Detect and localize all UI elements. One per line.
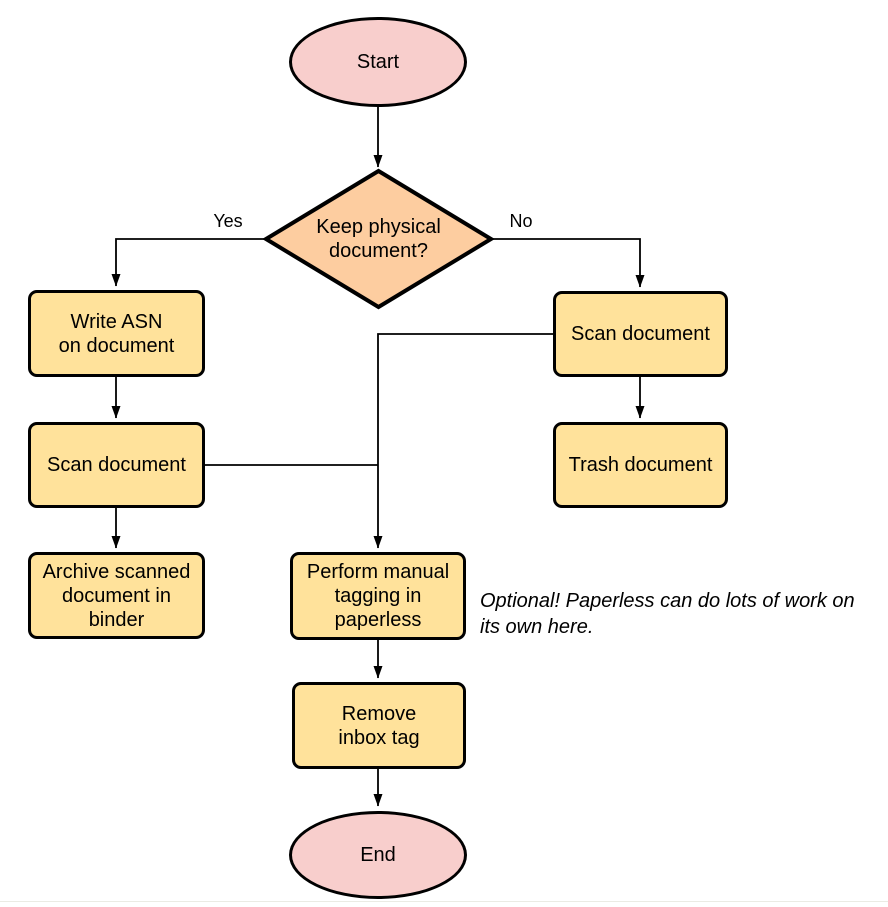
node-scan-document-left-label: Scan document [47, 454, 186, 476]
node-decision-label: Keep physical document? [316, 216, 441, 262]
edge-label-no: No [509, 211, 533, 231]
node-start-label: Start [356, 51, 400, 73]
node-archive-scanned-label: Archive scanned document in binder [42, 560, 191, 631]
node-decision-shape [262, 168, 495, 310]
node-write-asn: Write ASN on document [28, 290, 205, 377]
node-trash-document: Trash document [553, 422, 728, 508]
node-trash-document-label: Trash document [568, 454, 713, 476]
node-decision: Keep physical document? [266, 171, 491, 307]
annotation-text: Optional! Paperless can do lots of work … [480, 590, 855, 638]
node-remove-inbox-tag: Remove inbox tag [292, 682, 466, 769]
node-end: End [289, 811, 467, 899]
node-write-asn-label: Write ASN on document [58, 310, 175, 357]
node-start: Start [289, 17, 467, 107]
node-scan-document-right: Scan document [553, 291, 728, 377]
edge-decision-no-to-scan-right [491, 238, 645, 288]
node-scan-document-left: Scan document [28, 422, 205, 508]
edge-decision-yes-to-write-asn [111, 238, 266, 287]
edge-scan-right-to-tagging [373, 333, 553, 549]
node-scan-document-right-label: Scan document [571, 323, 710, 345]
edge-label-yes: Yes [213, 211, 243, 231]
node-remove-inbox-tag-label: Remove inbox tag [338, 702, 420, 749]
bottom-divider [0, 901, 888, 902]
node-end-label: End [360, 844, 396, 866]
node-manual-tagging-label: Perform manual tagging in paperless [306, 561, 450, 631]
node-archive-scanned: Archive scanned document in binder [28, 552, 205, 639]
node-manual-tagging: Perform manual tagging in paperless [290, 552, 466, 640]
